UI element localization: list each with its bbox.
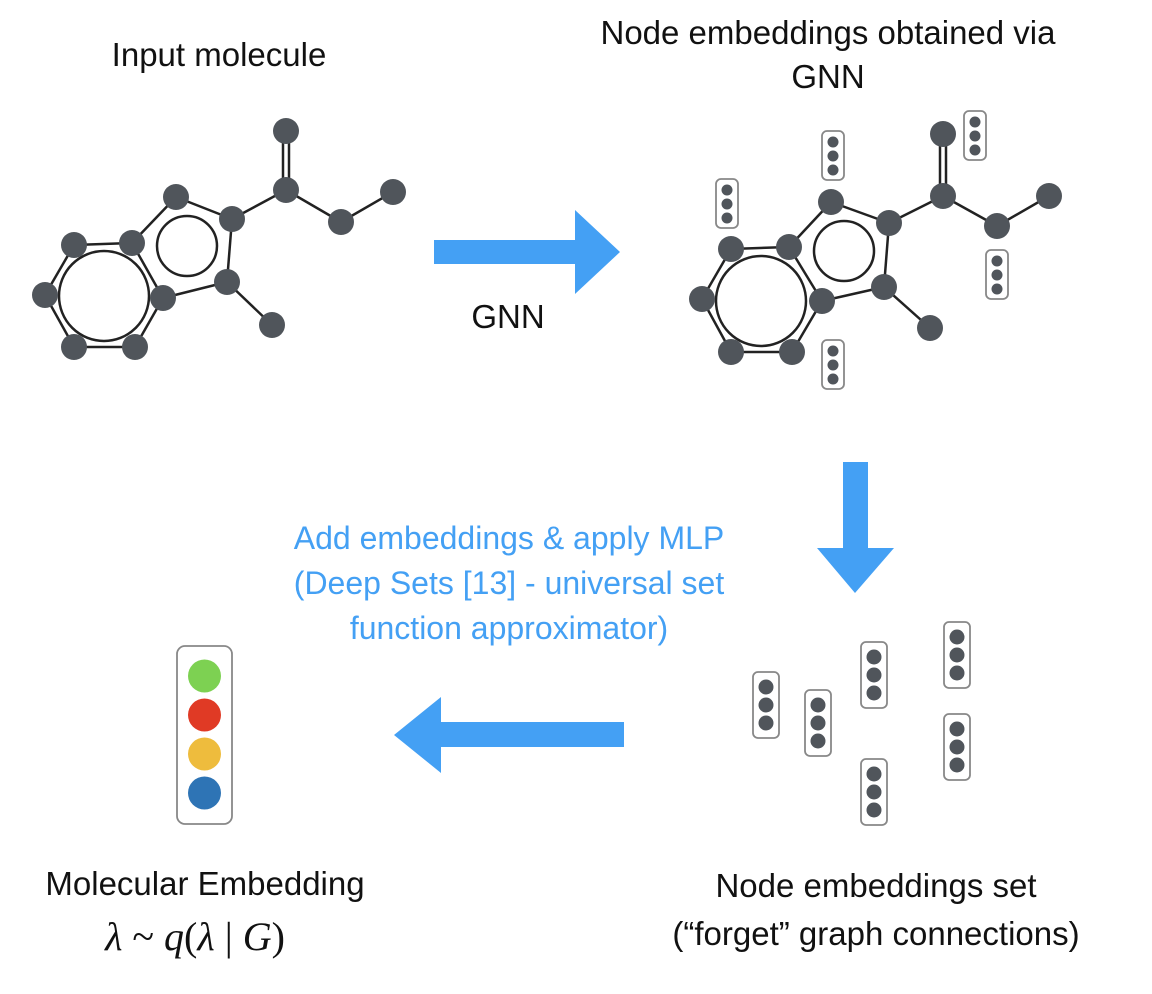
- node-embedding-vector: [821, 130, 845, 181]
- atom: [273, 118, 299, 144]
- node-embedding-vector: [985, 249, 1009, 300]
- atom: [122, 334, 148, 360]
- formula-g: G: [243, 914, 272, 959]
- molecular-embedding-label: Molecular Embedding: [45, 865, 364, 902]
- atom: [219, 206, 245, 232]
- atom: [984, 213, 1010, 239]
- atom: [214, 269, 240, 295]
- posterior-formula: λ ~ q(λ | G): [104, 914, 285, 959]
- node-embedding-set: [752, 621, 971, 826]
- embedded-molecule: [689, 121, 1062, 365]
- formula-sim: ~: [122, 914, 164, 959]
- embedding-vector: [943, 713, 971, 781]
- atom: [917, 315, 943, 341]
- atom: [61, 232, 87, 258]
- atom: [32, 282, 58, 308]
- atom: [818, 189, 844, 215]
- atom: [809, 288, 835, 314]
- atom: [163, 184, 189, 210]
- atom: [718, 236, 744, 262]
- embedding-dimension: [188, 698, 221, 732]
- aggregation-arrow: [394, 697, 624, 773]
- atom: [259, 312, 285, 338]
- node-embedding-vector: [963, 110, 987, 161]
- atom: [150, 285, 176, 311]
- atom: [689, 286, 715, 312]
- atom: [779, 339, 805, 365]
- gnn-arrow-label: GNN: [471, 298, 544, 335]
- embedding-dimension: [188, 659, 221, 693]
- node-embedding-vector: [821, 339, 845, 390]
- atom: [876, 210, 902, 236]
- down-arrow: [817, 462, 894, 593]
- molecular-embedding-vector: [188, 659, 221, 810]
- node-embeddings-title-line2: GNN: [791, 58, 864, 95]
- atom: [380, 179, 406, 205]
- formula-lambda-2: λ: [196, 914, 214, 959]
- embedding-vector: [860, 641, 888, 709]
- deep-sets-line3: function approximator): [350, 610, 668, 646]
- atom: [61, 334, 87, 360]
- atom: [930, 121, 956, 147]
- input-molecule: [32, 118, 406, 360]
- node-embeddings-title-line1: Node embeddings obtained via: [601, 14, 1057, 51]
- formula-bar: |: [215, 914, 243, 959]
- embedding-vector: [860, 758, 888, 826]
- atom: [1036, 183, 1062, 209]
- deep-sets-line1: Add embeddings & apply MLP: [294, 520, 724, 556]
- atom: [776, 234, 802, 260]
- node-set-label-line1: Node embeddings set: [715, 867, 1036, 904]
- gnn-arrow: [434, 210, 620, 294]
- embedding-dimension: [188, 776, 221, 810]
- formula-open-paren: (: [184, 914, 197, 959]
- atom: [718, 339, 744, 365]
- molecular-embedding-box: [176, 645, 233, 825]
- embedding-dimension: [188, 737, 221, 771]
- atom: [119, 230, 145, 256]
- embedding-vector: [943, 621, 971, 689]
- atom: [930, 183, 956, 209]
- input-molecule-label: Input molecule: [112, 36, 327, 73]
- formula-q: q: [164, 914, 184, 959]
- node-embedding-vector: [715, 178, 739, 229]
- deep-sets-line2: (Deep Sets [13] - universal set: [294, 565, 725, 601]
- atom: [871, 274, 897, 300]
- formula-close-paren: ): [272, 914, 285, 959]
- atom: [273, 177, 299, 203]
- node-set-label-line2: (“forget” graph connections): [672, 915, 1079, 952]
- formula-lambda: λ: [104, 914, 122, 959]
- embedding-vector: [804, 689, 832, 757]
- embedding-vector: [752, 671, 780, 739]
- atom: [328, 209, 354, 235]
